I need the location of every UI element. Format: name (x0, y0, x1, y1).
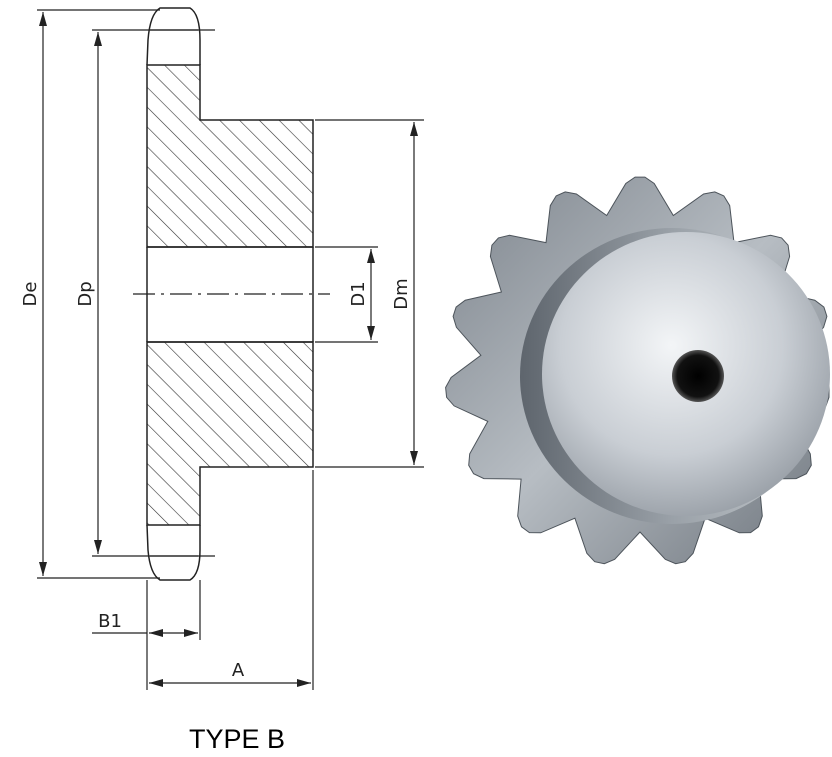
tooth-bottom (146, 524, 201, 581)
label-d1: D1 (348, 281, 369, 306)
section-upper (146, 64, 314, 248)
label-dp: Dp (75, 281, 96, 306)
sprocket-bore (672, 350, 724, 402)
section-lower (146, 341, 314, 526)
label-de: De (20, 282, 41, 307)
tooth-top (146, 7, 201, 66)
cross-section (133, 7, 330, 581)
arrowheads (39, 12, 418, 687)
label-a: A (232, 660, 245, 681)
label-dm: Dm (391, 278, 412, 309)
caption-type-b: TYPE B (189, 724, 285, 754)
label-b1: B1 (98, 611, 122, 632)
dimension-lines (37, 9, 424, 690)
sprocket-icon (445, 176, 830, 565)
sprocket-photo (445, 176, 830, 565)
